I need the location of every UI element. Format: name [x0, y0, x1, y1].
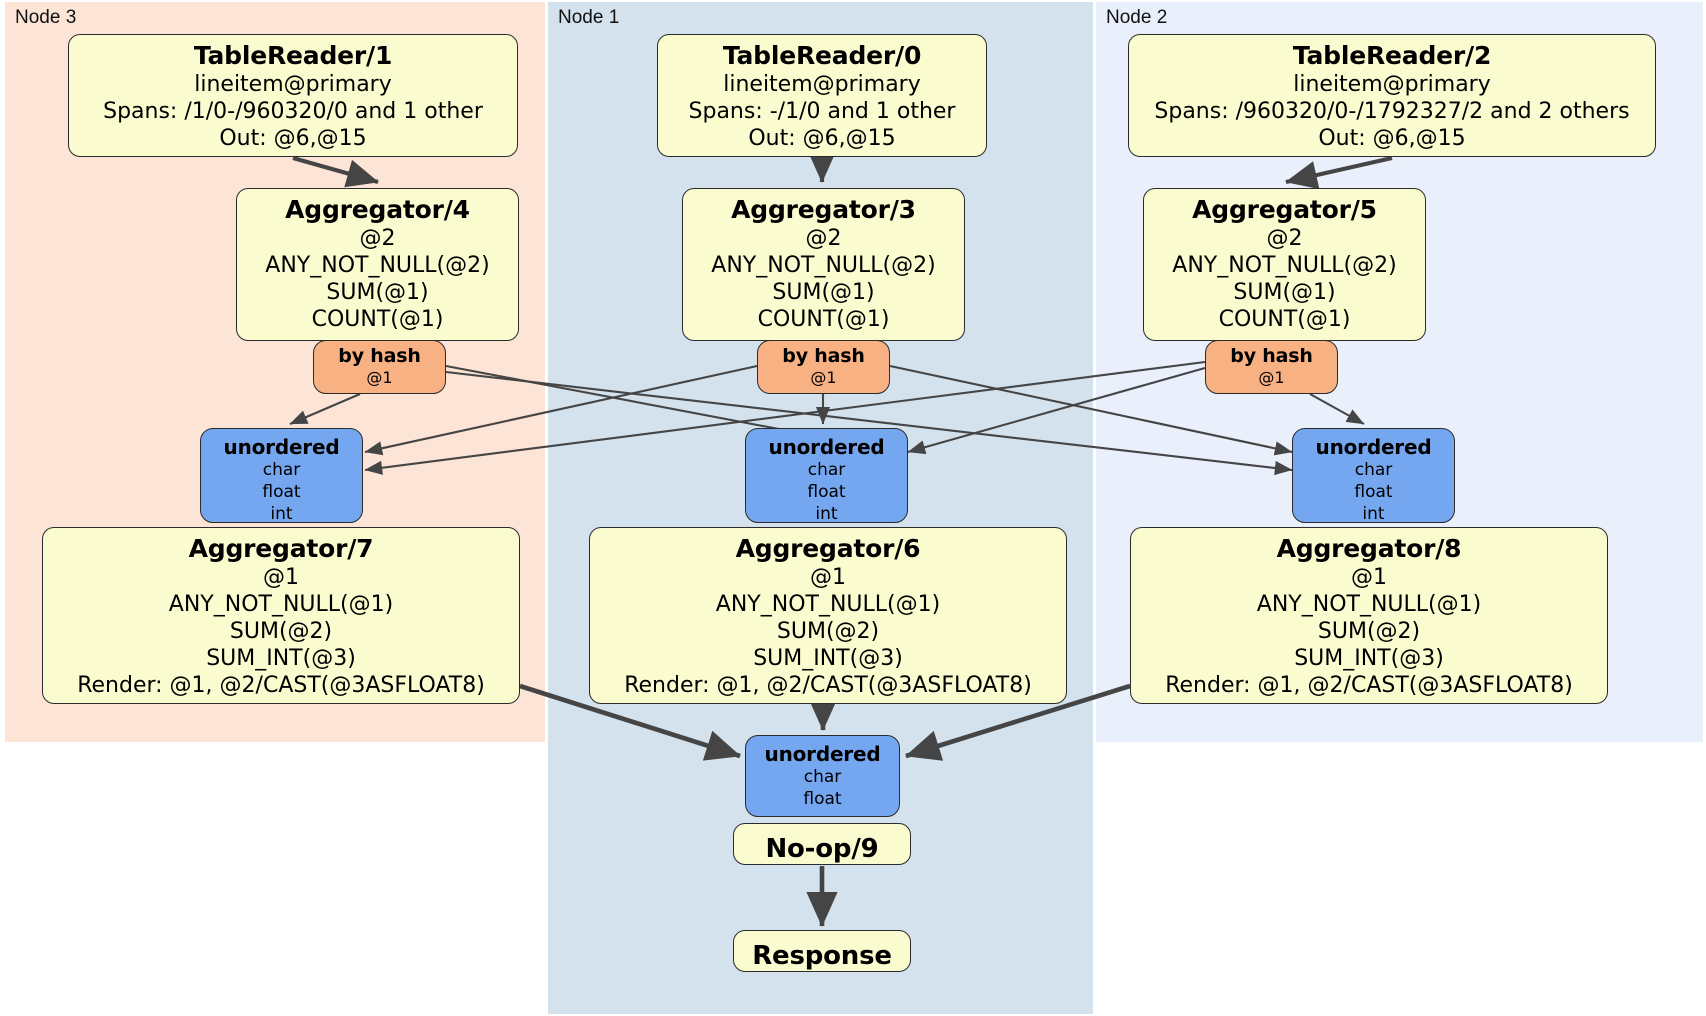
- processor-title: Response: [752, 941, 892, 971]
- processor-title: Aggregator/7: [188, 534, 374, 563]
- processor-detail-render: Render: @1, @2/CAST(@3ASFLOAT8): [624, 673, 1032, 698]
- processor-detail-groupcol: @2: [805, 226, 842, 251]
- router-detail-column: @1: [366, 368, 393, 387]
- processor-detail-table: lineitem@primary: [723, 72, 921, 97]
- synchronizer-type-1: char: [262, 460, 301, 480]
- router-title: by hash: [338, 345, 421, 367]
- node-panel-label-node1: Node 1: [558, 7, 620, 28]
- synchronizer-type-2: float: [262, 482, 301, 502]
- processor-title: TableReader/0: [722, 41, 922, 70]
- processor-detail-agg1: ANY_NOT_NULL(@2): [711, 253, 936, 278]
- processor-detail-groupcol: @1: [1351, 565, 1387, 590]
- node-panel-label-node3: Node 3: [15, 7, 77, 28]
- processor-detail-agg1: ANY_NOT_NULL(@1): [715, 592, 941, 617]
- synchronizer-unordered-6[interactable]: unordered char float int: [745, 428, 908, 524]
- synchronizer-type-2: float: [1354, 482, 1393, 502]
- processor-detail-agg2: SUM(@2): [776, 619, 880, 644]
- processor-detail-spans: Spans: /1/0-/960320/0 and 1 other: [103, 99, 483, 124]
- processor-detail-table: lineitem@primary: [194, 72, 392, 97]
- synchronizer-title: unordered: [223, 435, 340, 459]
- processor-detail-render: Render: @1, @2/CAST(@3ASFLOAT8): [77, 673, 485, 698]
- processor-detail-groupcol: @1: [263, 565, 299, 590]
- processor-detail-spans: Spans: /960320/0-/1792327/2 and 2 others: [1154, 99, 1630, 124]
- processor-detail-agg2: SUM(@1): [326, 280, 429, 305]
- processor-title: TableReader/1: [193, 41, 393, 70]
- router-by-hash-5[interactable]: by hash @1: [1205, 340, 1338, 394]
- synchronizer-unordered-8[interactable]: unordered char float int: [1292, 428, 1455, 524]
- router-detail-column: @1: [810, 368, 837, 387]
- synchronizer-title: unordered: [768, 435, 885, 459]
- processor-detail-agg3: SUM_INT(@3): [753, 646, 903, 671]
- router-title: by hash: [1230, 345, 1313, 367]
- processor-detail-render: Render: @1, @2/CAST(@3ASFLOAT8): [1165, 673, 1573, 698]
- processor-title: Aggregator/6: [735, 534, 921, 563]
- synchronizer-type-3: int: [815, 504, 838, 524]
- processor-detail-agg3: SUM_INT(@3): [1294, 646, 1444, 671]
- processor-detail-agg2: SUM(@1): [1233, 280, 1336, 305]
- processor-detail-groupcol: @1: [810, 565, 846, 590]
- synchronizer-type-3: int: [1362, 504, 1385, 524]
- synchronizer-type-1: char: [803, 767, 842, 787]
- processor-table-reader-0[interactable]: TableReader/0 lineitem@primary Spans: -/…: [657, 34, 987, 157]
- processor-title: Aggregator/5: [1192, 195, 1377, 224]
- processor-detail-agg1: ANY_NOT_NULL(@1): [1256, 592, 1482, 617]
- synchronizer-title: unordered: [1315, 435, 1432, 459]
- processor-no-op-9[interactable]: No-op/9: [733, 823, 911, 865]
- processor-title: Aggregator/8: [1276, 534, 1462, 563]
- processor-detail-agg2: SUM(@2): [1317, 619, 1421, 644]
- processor-detail-out: Out: @6,@15: [748, 126, 896, 151]
- processor-detail-agg3: COUNT(@1): [757, 307, 890, 332]
- processor-aggregator-4[interactable]: Aggregator/4 @2 ANY_NOT_NULL(@2) SUM(@1)…: [236, 188, 519, 341]
- processor-aggregator-3[interactable]: Aggregator/3 @2 ANY_NOT_NULL(@2) SUM(@1)…: [682, 188, 965, 341]
- processor-detail-out: Out: @6,@15: [219, 126, 367, 151]
- processor-detail-agg2: SUM(@2): [229, 619, 333, 644]
- processor-detail-agg2: SUM(@1): [772, 280, 875, 305]
- processor-detail-table: lineitem@primary: [1293, 72, 1491, 97]
- processor-table-reader-1[interactable]: TableReader/1 lineitem@primary Spans: /1…: [68, 34, 518, 157]
- synchronizer-type-1: char: [1354, 460, 1393, 480]
- router-title: by hash: [782, 345, 865, 367]
- processor-aggregator-7[interactable]: Aggregator/7 @1 ANY_NOT_NULL(@1) SUM(@2)…: [42, 527, 520, 704]
- router-detail-column: @1: [1258, 368, 1285, 387]
- processor-detail-out: Out: @6,@15: [1318, 126, 1466, 151]
- processor-aggregator-5[interactable]: Aggregator/5 @2 ANY_NOT_NULL(@2) SUM(@1)…: [1143, 188, 1426, 341]
- processor-detail-spans: Spans: -/1/0 and 1 other: [688, 99, 956, 124]
- synchronizer-unordered-9[interactable]: unordered char float: [745, 735, 900, 817]
- processor-title: Aggregator/3: [731, 195, 916, 224]
- synchronizer-unordered-7[interactable]: unordered char float int: [200, 428, 363, 524]
- processor-detail-agg3: COUNT(@1): [1218, 307, 1351, 332]
- processor-table-reader-2[interactable]: TableReader/2 lineitem@primary Spans: /9…: [1128, 34, 1656, 157]
- processor-detail-agg1: ANY_NOT_NULL(@2): [1172, 253, 1397, 278]
- processor-aggregator-8[interactable]: Aggregator/8 @1 ANY_NOT_NULL(@1) SUM(@2)…: [1130, 527, 1608, 704]
- processor-title: No-op/9: [765, 834, 879, 864]
- synchronizer-type-2: float: [807, 482, 846, 502]
- processor-detail-agg1: ANY_NOT_NULL(@2): [265, 253, 490, 278]
- synchronizer-type-1: char: [807, 460, 846, 480]
- synchronizer-title: unordered: [764, 742, 881, 766]
- synchronizer-type-3: int: [270, 504, 293, 524]
- synchronizer-type-2: float: [803, 789, 842, 809]
- processor-aggregator-6[interactable]: Aggregator/6 @1 ANY_NOT_NULL(@1) SUM(@2)…: [589, 527, 1067, 704]
- processor-detail-groupcol: @2: [359, 226, 396, 251]
- processor-title: Aggregator/4: [285, 195, 470, 224]
- processor-title: TableReader/2: [1292, 41, 1492, 70]
- processor-detail-agg3: SUM_INT(@3): [206, 646, 356, 671]
- processor-response[interactable]: Response: [733, 930, 911, 972]
- processor-detail-groupcol: @2: [1266, 226, 1303, 251]
- router-by-hash-4[interactable]: by hash @1: [313, 340, 446, 394]
- node-panel-label-node2: Node 2: [1106, 7, 1168, 28]
- processor-detail-agg3: COUNT(@1): [311, 307, 444, 332]
- processor-detail-agg1: ANY_NOT_NULL(@1): [168, 592, 394, 617]
- router-by-hash-3[interactable]: by hash @1: [757, 340, 890, 394]
